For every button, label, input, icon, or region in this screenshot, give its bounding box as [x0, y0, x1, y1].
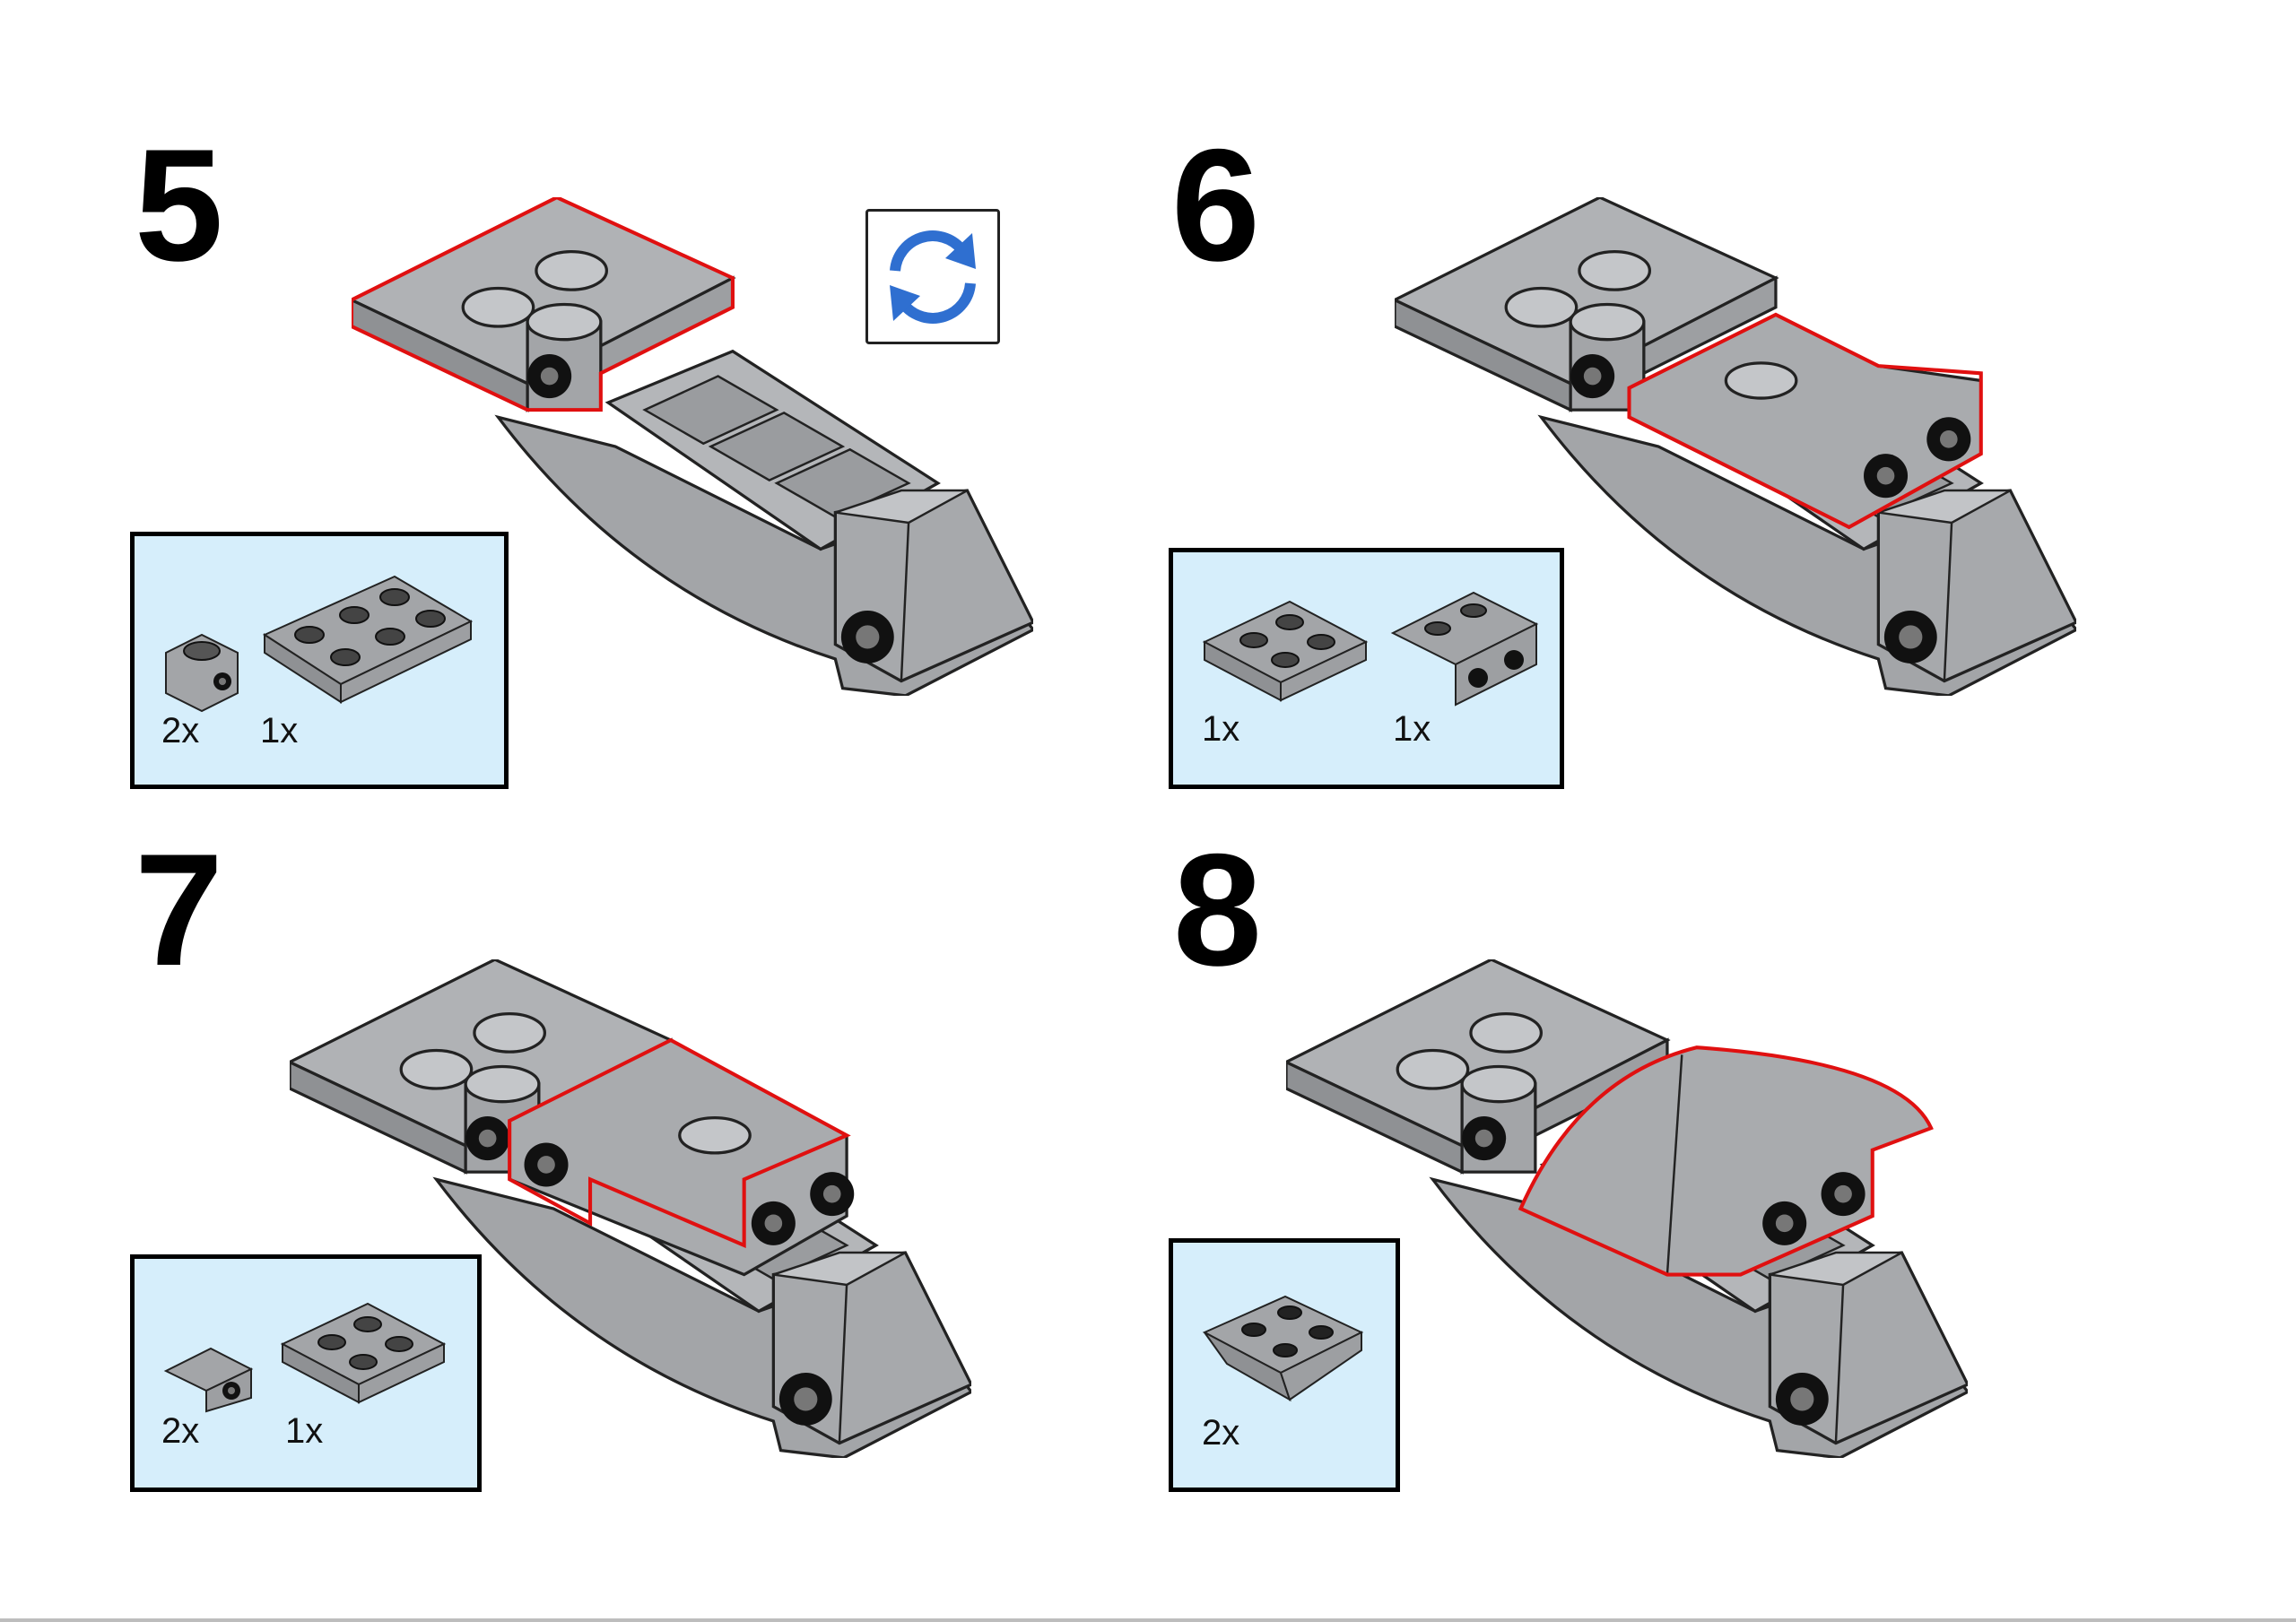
- part-quantity: 2x: [161, 711, 200, 750]
- step-number-5: 5: [135, 116, 223, 294]
- step-6-model: [1395, 197, 2076, 696]
- new-parts-highlight: [1518, 1045, 1934, 1277]
- parts-list-step-8: 2x: [1169, 1238, 1400, 1492]
- step-5-model: [352, 197, 1033, 696]
- part-quantity: 1x: [1202, 709, 1240, 749]
- part-icon-plate-2x2: [1202, 600, 1369, 702]
- part-icon-bracket-2x2: [1390, 591, 1539, 707]
- page-bottom-edge: [0, 1618, 2296, 1622]
- part-quantity: 1x: [285, 1411, 324, 1451]
- part-quantity: 1x: [260, 711, 299, 750]
- new-parts-highlight: [1627, 312, 1983, 530]
- part-icon-bracket-1x1: [163, 1347, 254, 1413]
- new-parts-highlight: [508, 1037, 851, 1248]
- part-quantity: 1x: [1393, 709, 1431, 749]
- part-quantity: 2x: [161, 1411, 200, 1451]
- part-icon-inverted-slope-2x2: [1202, 1295, 1364, 1402]
- part-icon-brick-1x1-side-stud: [165, 633, 239, 713]
- part-quantity: 2x: [1202, 1413, 1240, 1453]
- step-number-7: 7: [135, 820, 223, 999]
- step-7-model: [290, 959, 971, 1458]
- step-number-6: 6: [1171, 116, 1260, 294]
- step-number-8: 8: [1173, 820, 1262, 999]
- part-icon-plate-2x2: [280, 1302, 447, 1404]
- rotate-model-icon: [890, 230, 976, 324]
- step-8-model: [1286, 959, 1968, 1458]
- parts-list-step-7: 2x 1x: [130, 1254, 482, 1492]
- new-parts-highlight: [352, 197, 735, 412]
- parts-list-step-6: 1x 1x: [1169, 548, 1564, 789]
- part-icon-plate-2x3: [262, 575, 474, 704]
- parts-list-step-5: 2x 1x: [130, 532, 509, 789]
- rotate-model-callout: [865, 209, 1000, 344]
